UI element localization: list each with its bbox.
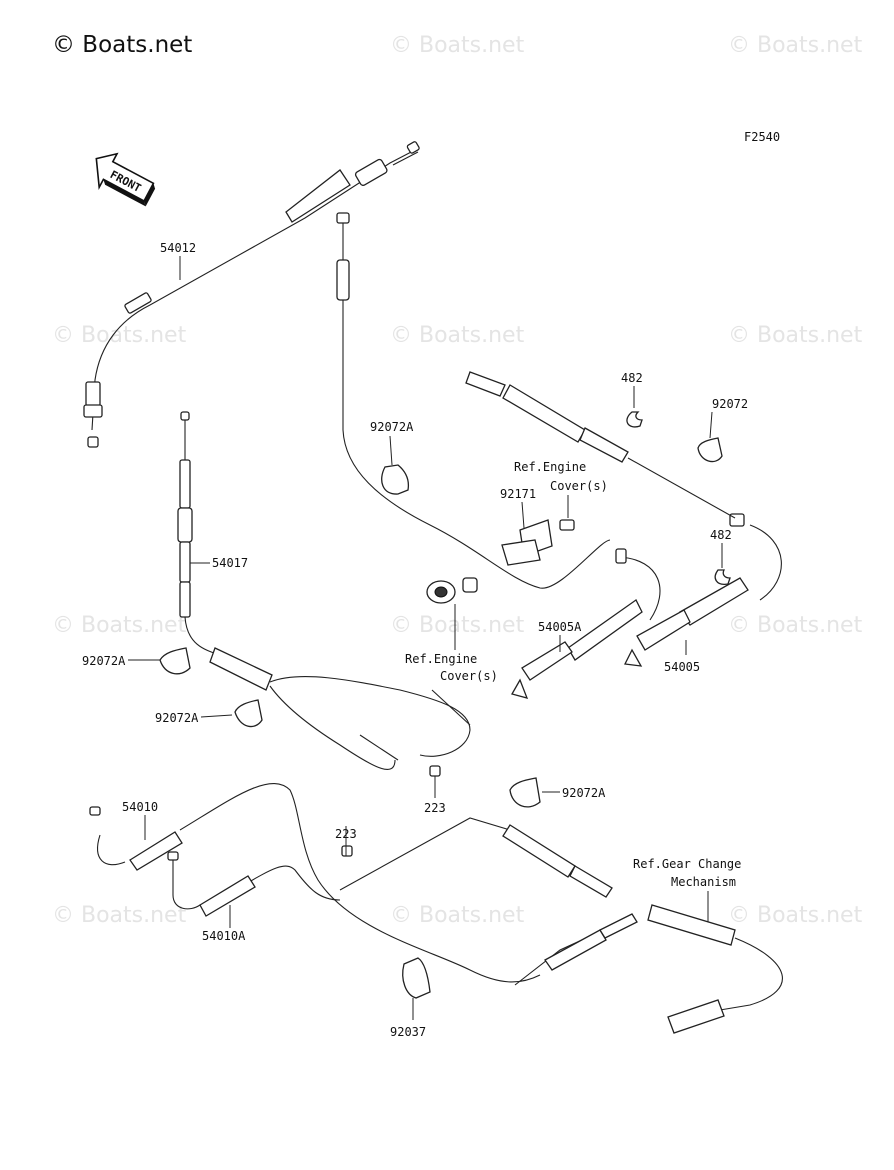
ref-gear-change-line2: Mechanism [671, 875, 736, 889]
watermark: © Boats.net [728, 323, 863, 348]
cable-54012 [83, 141, 420, 448]
bolt-223-icon [341, 845, 353, 857]
watermark: © Boats.net [728, 613, 863, 638]
figure-code: F2540 [744, 130, 780, 144]
part-label-92072: 92072 [712, 397, 748, 411]
part-label-92072A: 92072A [562, 786, 606, 800]
bolt-223-icon [429, 765, 441, 777]
watermark: © Boats.net [52, 613, 187, 638]
clamp-92072A-icon [234, 699, 263, 728]
part-label-482: 482 [621, 371, 643, 385]
watermark: © Boats.net [390, 33, 525, 58]
clip-482-icon [714, 569, 731, 585]
part-label-92037: 92037 [390, 1025, 426, 1039]
cable-end-fitting [336, 212, 611, 589]
watermark: © Boats.net [390, 323, 525, 348]
cable-54005A [511, 548, 661, 699]
cable-54005 [624, 513, 782, 667]
part-label-54017: 54017 [212, 556, 248, 570]
watermark: © Boats.net [390, 903, 525, 928]
clamp-92072A-icon [159, 647, 191, 675]
part-label-92072A: 92072A [82, 654, 126, 668]
watermark: © Boats.net [390, 613, 525, 638]
ref-engine-cover-top-line1: Ref.Engine [514, 460, 586, 474]
part-label-54010: 54010 [122, 800, 158, 814]
watermark: © Boats.net [728, 33, 863, 58]
watermark: © Boats.net [52, 903, 187, 928]
part-label-54012: 54012 [160, 241, 196, 255]
clamp-92037-icon [402, 957, 431, 999]
part-label-92072A: 92072A [155, 711, 199, 725]
part-label-223: 223 [424, 801, 446, 815]
bracket-92171-icon [501, 519, 575, 566]
part-label-92072A: 92072A [370, 420, 414, 434]
front-arrow-icon: FRONT [95, 152, 156, 207]
watermark: © Boats.net [728, 903, 863, 928]
engine-cover-grommet-icon [426, 577, 478, 604]
clamp-92072-icon [697, 437, 723, 463]
ref-gear-change-line1: Ref.Gear Change [633, 857, 741, 871]
cable-54017 [177, 411, 471, 770]
clamp-92072A-icon [509, 777, 541, 808]
part-label-54005A: 54005A [538, 620, 582, 634]
watermark-main: © Boats.net [52, 32, 192, 58]
ref-engine-cover-mid-line1: Ref.Engine [405, 652, 477, 666]
brake-cable-upper [465, 371, 736, 519]
cable-54010-assembly [89, 783, 541, 983]
clip-482-icon [626, 411, 643, 428]
ref-engine-cover-top-line2: Cover(s) [550, 479, 608, 493]
gear-change-cable [339, 817, 783, 1034]
part-label-54010A: 54010A [202, 929, 246, 943]
clamp-92072A-icon [381, 464, 410, 495]
ref-engine-cover-mid-line2: Cover(s) [440, 669, 498, 683]
part-label-54005: 54005 [664, 660, 700, 674]
part-label-92171: 92171 [500, 487, 536, 501]
part-label-482: 482 [710, 528, 732, 542]
